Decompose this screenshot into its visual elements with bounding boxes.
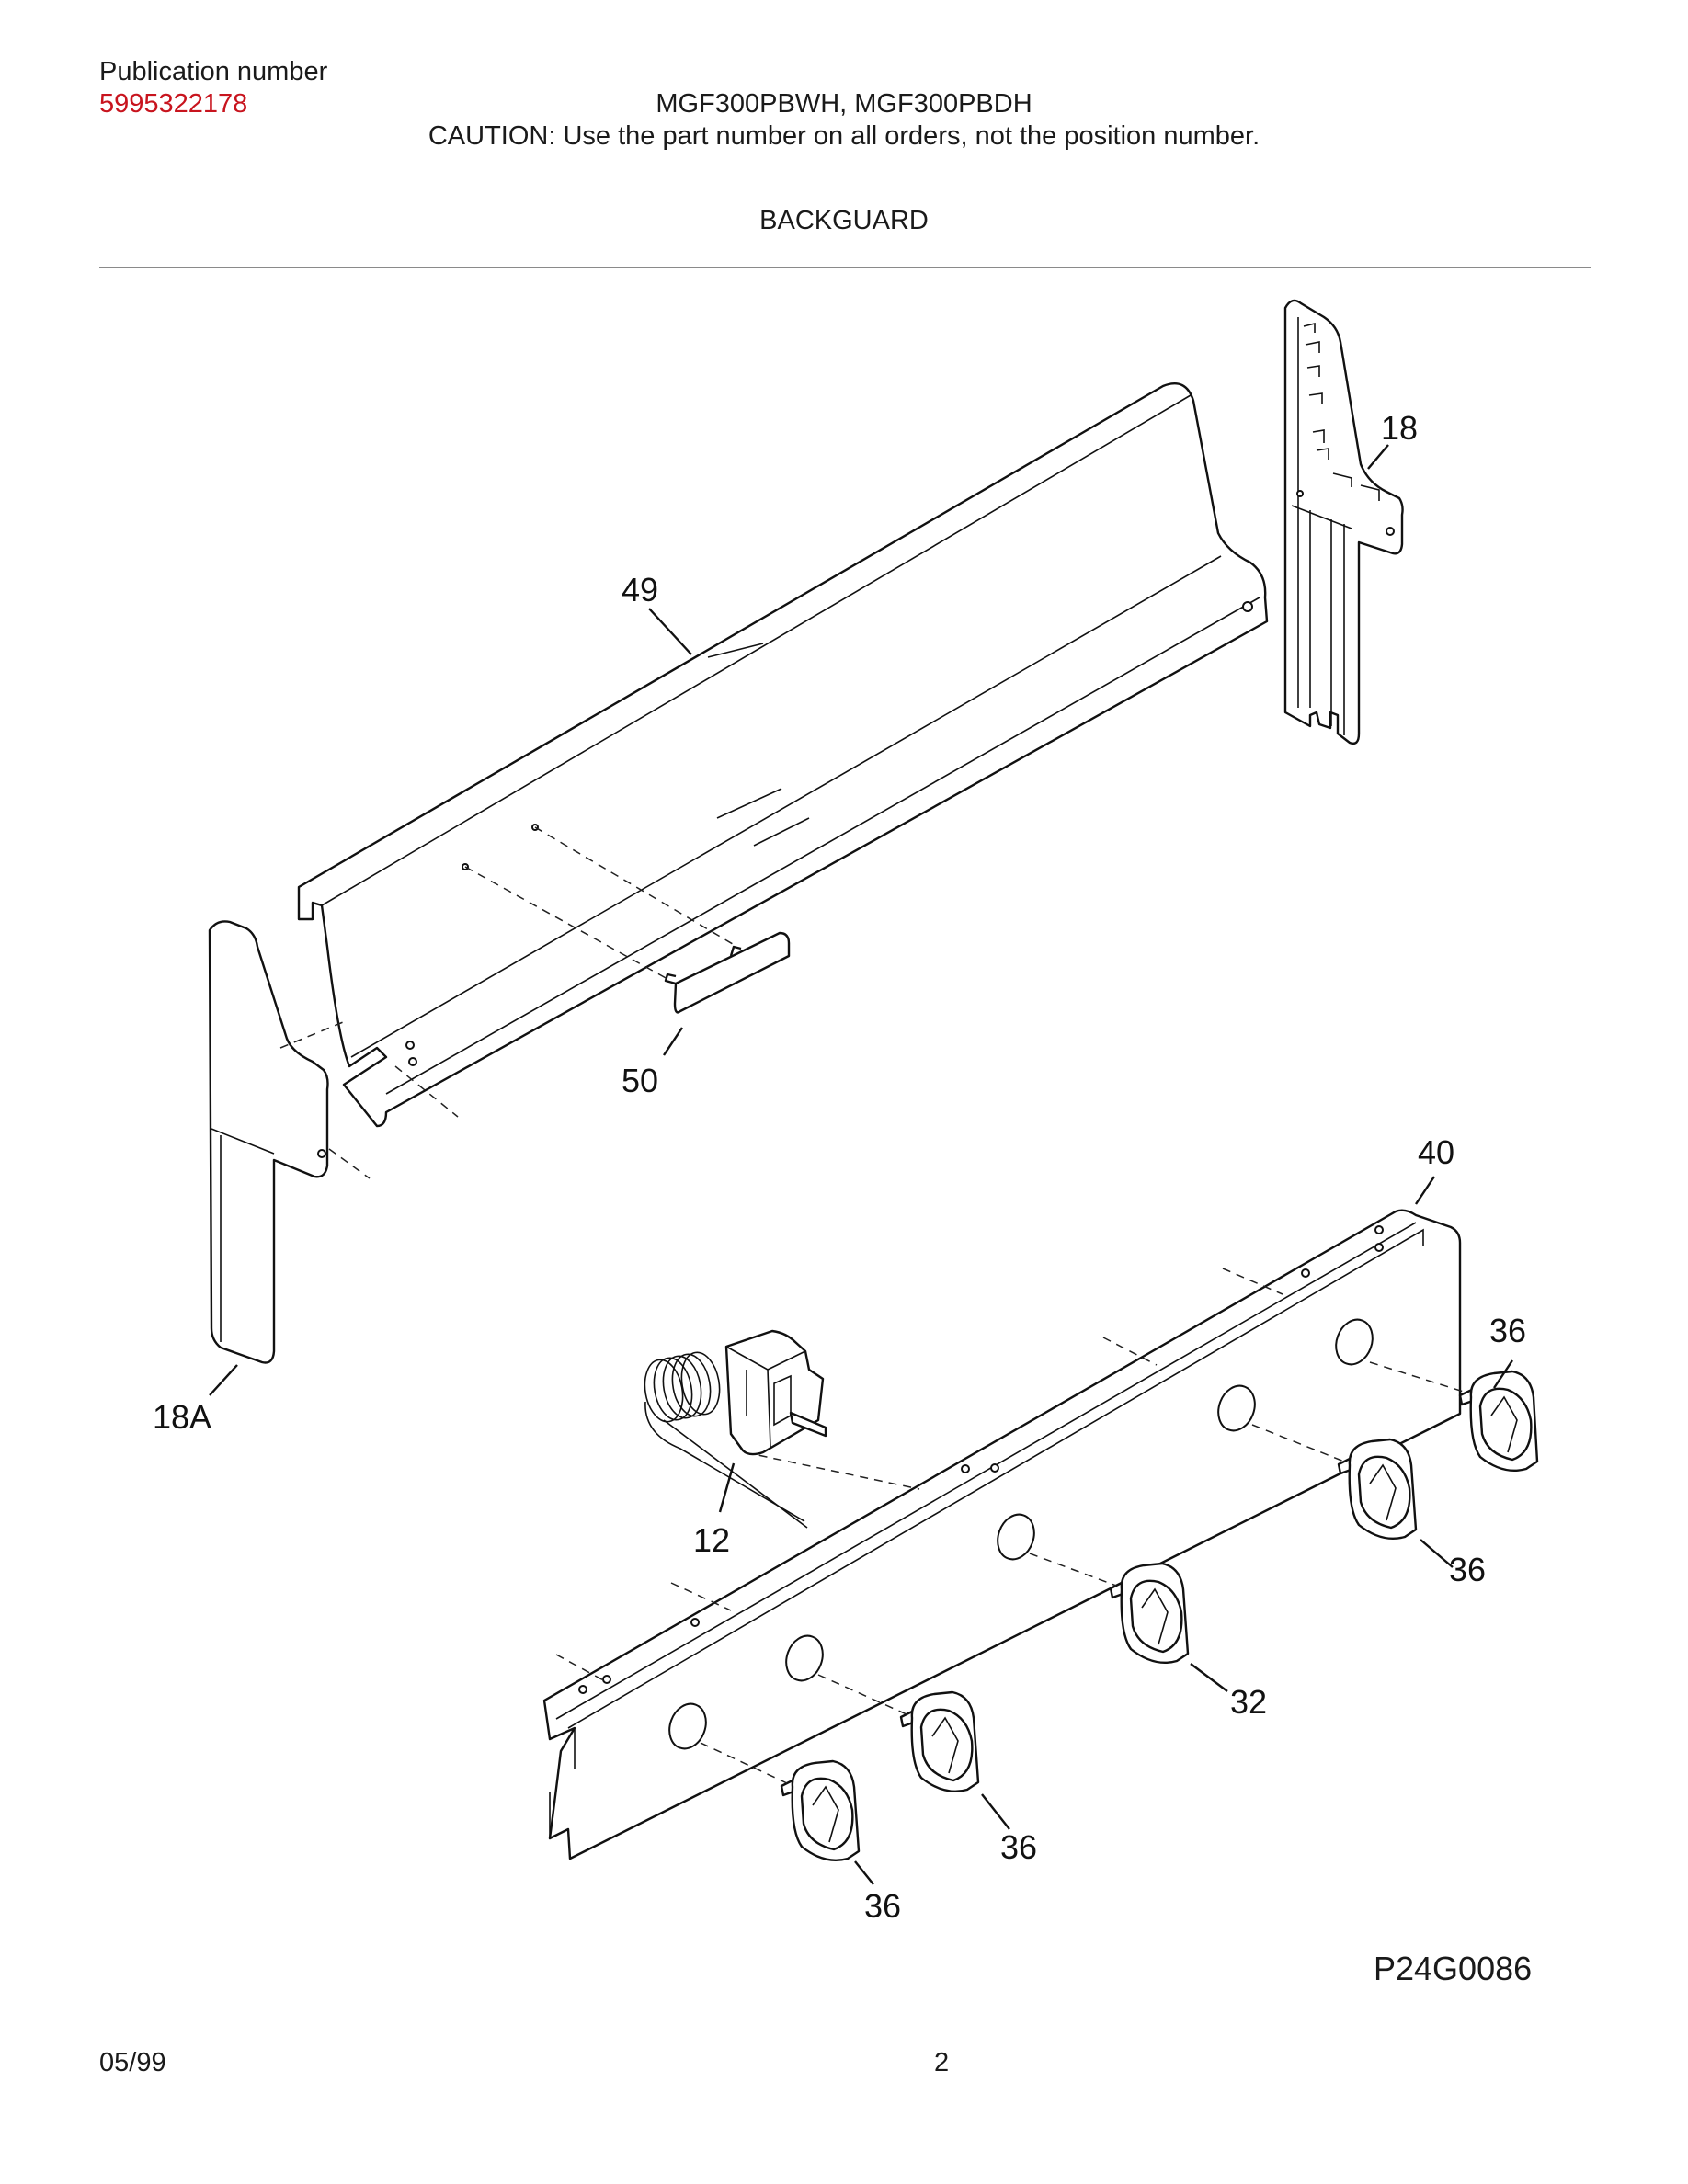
header-divider — [99, 267, 1591, 268]
callout-12: 12 — [693, 1521, 730, 1559]
part-18a-left-end-cap — [208, 920, 459, 1364]
knob-36-left — [899, 1690, 980, 1793]
callout-36-far-left: 36 — [864, 1887, 901, 1925]
publication-date: 05/99 — [99, 2048, 166, 2077]
section-title: BACKGUARD — [759, 206, 929, 235]
publication-label: Publication number — [99, 57, 328, 86]
part-40-control-panel — [542, 1209, 1462, 1860]
leader-36-right — [1420, 1539, 1454, 1568]
leader-49 — [648, 608, 692, 655]
knob-36-right — [1337, 1438, 1418, 1541]
thermostat-capillary-coil — [644, 1351, 808, 1529]
align-line-emblem-bottom — [464, 866, 668, 980]
part-18-right-end-cap — [1283, 299, 1404, 745]
part-49-backguard-panel — [297, 382, 1269, 1128]
leader-36-far-left — [854, 1860, 874, 1885]
callout-36-right: 36 — [1449, 1551, 1486, 1588]
leader-32 — [1190, 1663, 1228, 1692]
leader-36-left — [981, 1793, 1010, 1830]
callout-36-far-right: 36 — [1489, 1312, 1526, 1349]
callout-18a: 18A — [153, 1398, 211, 1436]
leader-36-far-right — [1493, 1359, 1513, 1389]
leader-12 — [718, 1462, 736, 1513]
publication-number: 5995322178 — [99, 89, 248, 119]
knob-36-far-left — [780, 1759, 861, 1862]
align-line-knob-far-left — [700, 1742, 788, 1784]
callout-36-left: 36 — [1000, 1828, 1037, 1866]
callout-32: 32 — [1230, 1683, 1267, 1721]
align-line-knob-left — [817, 1674, 907, 1715]
diagram-code: P24G0086 — [1374, 1950, 1533, 1987]
part-12-thermostat — [644, 1329, 827, 1529]
callout-49: 49 — [622, 571, 658, 609]
leader-18 — [1367, 444, 1389, 470]
align-line-emblem-top — [534, 826, 738, 948]
knob-32-center — [1109, 1562, 1190, 1665]
callout-50: 50 — [622, 1062, 658, 1099]
knob-36-far-right — [1458, 1370, 1539, 1473]
align-line-knob-far-right — [1369, 1361, 1467, 1393]
leader-50 — [663, 1027, 683, 1056]
caution-note: CAUTION: Use the part number on all orde… — [428, 121, 1260, 151]
page-number: 2 — [934, 2048, 950, 2077]
leader-18a — [209, 1364, 238, 1396]
leader-40 — [1415, 1176, 1435, 1205]
part-50-emblem — [664, 931, 791, 1014]
align-line-knob-center — [1029, 1553, 1117, 1587]
align-line-knob-right — [1251, 1424, 1345, 1462]
callout-40: 40 — [1418, 1133, 1454, 1171]
model-numbers: MGF300PBWH, MGF300PBDH — [656, 89, 1032, 119]
callout-18: 18 — [1381, 409, 1418, 447]
